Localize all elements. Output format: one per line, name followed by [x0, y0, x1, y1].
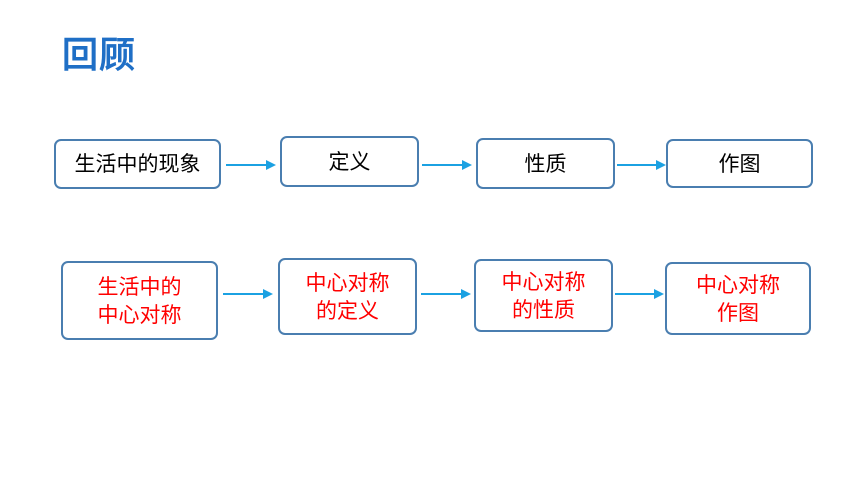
box-central-symmetry-life-label: 生活中的 中心对称: [97, 274, 182, 327]
box-central-symmetry-properties-label: 中心对称 的性质: [501, 269, 586, 322]
box-properties-label: 性质: [524, 151, 567, 176]
arrow-2: [422, 158, 472, 172]
box-definition-label: 定义: [328, 149, 371, 174]
arrow-4: [223, 287, 273, 301]
page-title: 回顾: [62, 35, 137, 76]
box-definition: 定义: [280, 136, 419, 187]
box-properties: 性质: [476, 138, 615, 189]
box-construction-label: 作图: [718, 151, 761, 176]
arrow-1: [226, 158, 276, 172]
box-central-symmetry-construction-label: 中心对称 作图: [696, 272, 780, 325]
box-central-symmetry-properties: 中心对称 的性质: [474, 259, 613, 332]
arrow-5: [421, 287, 471, 301]
box-central-symmetry-life: 生活中的 中心对称: [61, 261, 218, 340]
box-phenomena-label: 生活中的现象: [74, 152, 201, 176]
box-phenomena: 生活中的现象: [54, 139, 221, 189]
box-construction: 作图: [666, 139, 813, 188]
box-central-symmetry-construction: 中心对称 作图: [665, 262, 811, 335]
box-central-symmetry-definition-label: 中心对称 的定义: [305, 270, 390, 323]
box-central-symmetry-definition: 中心对称 的定义: [278, 258, 417, 335]
arrow-3: [617, 158, 666, 172]
arrow-6: [615, 287, 664, 301]
